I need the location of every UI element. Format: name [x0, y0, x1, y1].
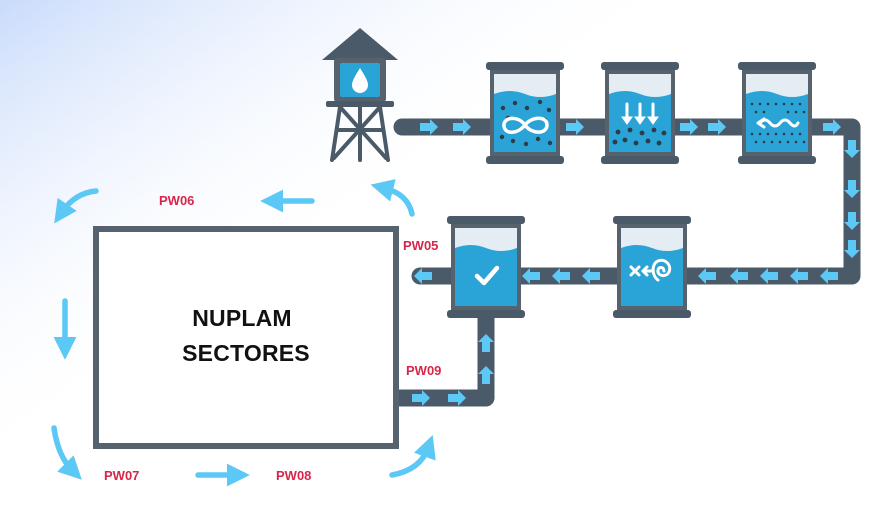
label-pw09: PW09 [406, 363, 441, 378]
arrow-row-top [420, 119, 841, 135]
label-pw06: PW06 [159, 193, 194, 208]
curved-arrow-bottom-left [51, 425, 82, 480]
circulation-arrows [51, 179, 436, 487]
arrow-row-bottom [414, 268, 838, 284]
label-pw05: PW05 [403, 238, 438, 253]
checkmark-icon [474, 265, 500, 286]
curved-arrow-top-left [54, 188, 99, 224]
pipe-arrows [412, 119, 860, 406]
tank-swirl [486, 62, 564, 164]
tank-sedimentation [601, 62, 679, 164]
down-arrows-icon [621, 102, 659, 125]
tank-filtration [738, 62, 816, 164]
filter-spiral-icon [629, 258, 672, 282]
tank-disinfection [613, 216, 691, 318]
wave-icon [756, 117, 800, 129]
water-tower-icon [322, 28, 398, 162]
sector-box-line1: NUPLAM [192, 305, 292, 331]
arrow-column-right [844, 140, 860, 258]
label-pw07: PW07 [104, 468, 139, 483]
tank-clean-water [447, 216, 525, 318]
swirl-icon [502, 116, 549, 134]
arrow-row-pw09 [412, 334, 494, 406]
curved-arrow-top-right [370, 179, 415, 217]
sector-box-line2: SECTORES [182, 340, 310, 366]
curved-arrow-bottom-right [389, 434, 436, 478]
sector-box [93, 226, 399, 449]
label-pw08: PW08 [276, 468, 311, 483]
